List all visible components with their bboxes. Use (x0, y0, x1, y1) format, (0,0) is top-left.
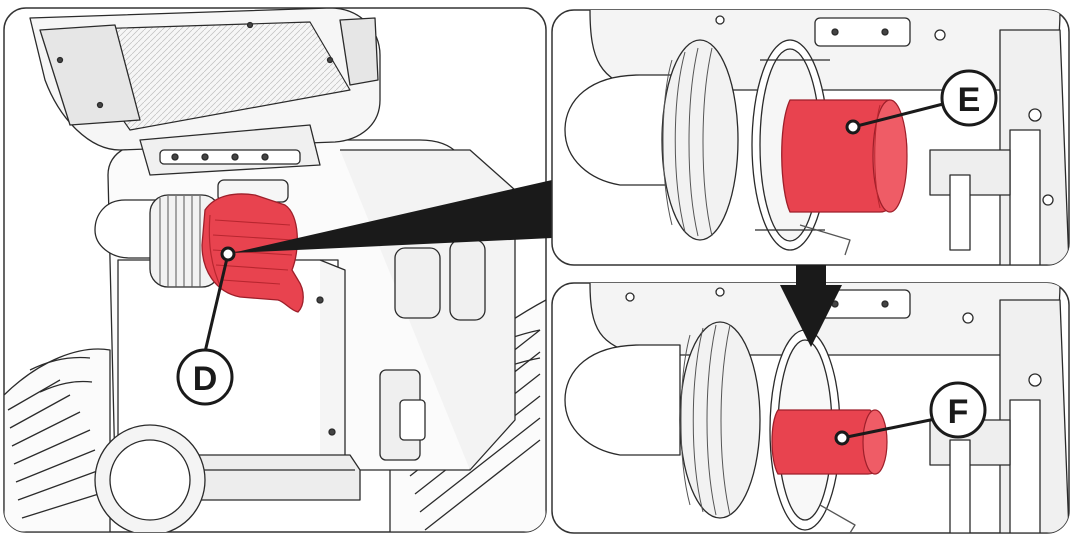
filter-element-f (772, 410, 887, 474)
callout-f-label: F (948, 393, 969, 431)
main-panel (4, 8, 546, 535)
detail-panel-top: E (552, 10, 1069, 265)
callout-e-label: E (958, 81, 981, 119)
callout-d-label: D (193, 360, 218, 398)
open-lid (30, 8, 380, 150)
